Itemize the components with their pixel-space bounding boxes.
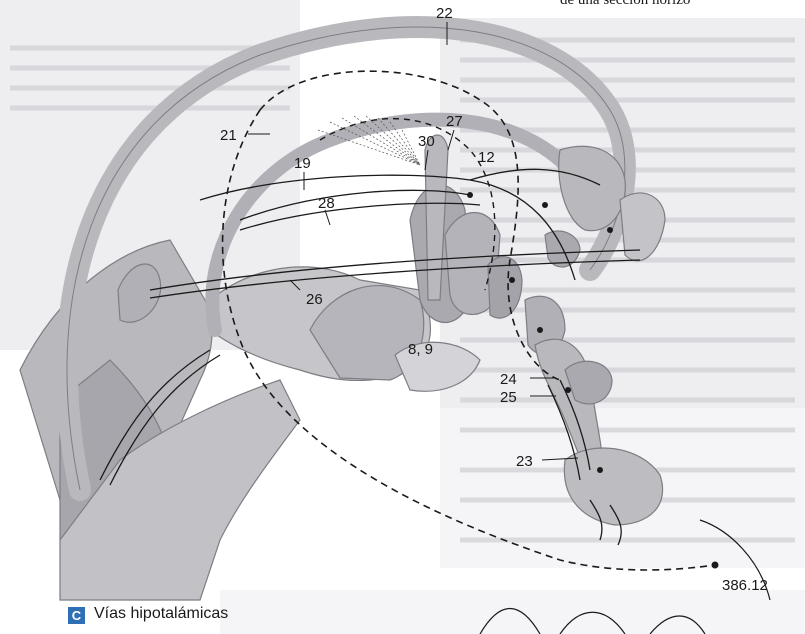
label-22: 22 — [436, 5, 453, 22]
label-12: 12 — [478, 149, 495, 166]
label-28: 28 — [318, 195, 335, 212]
label-24: 24 — [500, 371, 517, 388]
caption-title: Vías hipotalámicas — [94, 605, 228, 623]
label-25: 25 — [500, 389, 517, 406]
label-27: 27 — [446, 113, 463, 130]
label-23: 23 — [516, 453, 533, 470]
label-21: 21 — [220, 127, 237, 144]
bottom-text-panel — [220, 590, 805, 634]
label-19: 19 — [294, 155, 311, 172]
label-26: 26 — [306, 291, 323, 308]
label-8-9: 8, 9 — [408, 341, 433, 358]
label-30: 30 — [418, 133, 435, 150]
caption-badge: C — [68, 607, 85, 624]
cross-reference: 386.12 — [722, 577, 768, 594]
page-header-fragment: de una sección horizo — [560, 0, 690, 9]
